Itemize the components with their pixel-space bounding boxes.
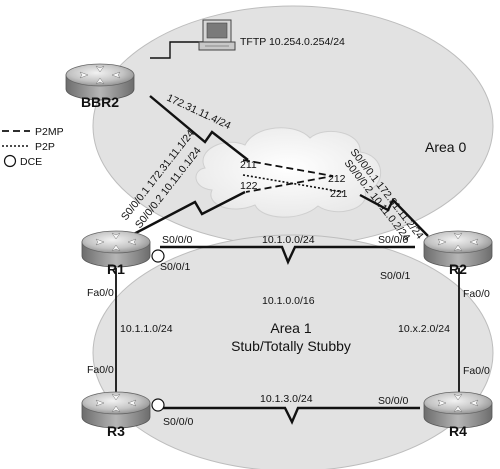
router-bbr2: BBR2 bbox=[65, 63, 135, 110]
r1-cloud-serial-link bbox=[129, 190, 246, 238]
router-label-r4: R4 bbox=[449, 423, 467, 439]
router-r4: R4 bbox=[423, 391, 493, 439]
r1-r3-network-label: 10.1.1.0/24 bbox=[120, 323, 173, 335]
r1-r2-serial-link bbox=[160, 245, 415, 266]
r3-s000-label: S0/0/0 bbox=[163, 416, 194, 428]
router-r2: R2 bbox=[423, 230, 493, 277]
r1-s000-label: S0/0/0 bbox=[162, 234, 193, 246]
router-label-bbr2: BBR2 bbox=[81, 94, 119, 110]
legend-p2p-label: P2P bbox=[35, 141, 55, 153]
r3-fa-label: Fa0/0 bbox=[87, 364, 114, 376]
r2-s000-label: S0/0/0 bbox=[378, 234, 409, 246]
router-label-r3: R3 bbox=[107, 423, 125, 439]
router-r3: R3 bbox=[81, 391, 151, 439]
legend-p2mp-label: P2MP bbox=[35, 126, 64, 138]
router-r1: R1 bbox=[81, 230, 151, 277]
router-label-r1: R1 bbox=[107, 261, 125, 277]
legend: P2MP P2P DCE bbox=[2, 126, 64, 168]
r3-r4-network-label: 10.1.3.0/24 bbox=[260, 393, 313, 405]
dlci-122: 122 bbox=[240, 180, 258, 192]
r2-s001-label: S0/0/1 bbox=[380, 270, 411, 282]
legend-dce-swatch bbox=[3, 154, 17, 168]
p2mp-circuits bbox=[242, 159, 334, 193]
dlci-212: 212 bbox=[328, 173, 346, 185]
area-1-label: Area 1 bbox=[270, 320, 311, 336]
r2-cloud-serial-link bbox=[359, 193, 429, 237]
area-0-label: Area 0 bbox=[425, 139, 466, 155]
dlci-211: 211 bbox=[240, 159, 257, 171]
r1-r2-network-label: 10.1.0.0/24 bbox=[262, 234, 315, 246]
r4-s000-label: S0/0/0 bbox=[378, 395, 409, 407]
links bbox=[115, 41, 460, 425]
dce-marker-r1 bbox=[151, 249, 165, 263]
dce-marker-r3 bbox=[151, 398, 165, 412]
r2-r4-network-label: 10.x.2.0/24 bbox=[398, 323, 450, 335]
area-1-bubble bbox=[92, 234, 494, 469]
area-1-summary-label: 10.1.0.0/16 bbox=[262, 295, 315, 307]
r1-s001-label: S0/0/1 bbox=[160, 261, 191, 273]
router-label-r2: R2 bbox=[449, 261, 467, 277]
dlci-221: 221 bbox=[330, 188, 348, 200]
legend-dce-label: DCE bbox=[20, 156, 42, 168]
r2-fa-label: Fa0/0 bbox=[463, 288, 490, 300]
tftp-label: TFTP 10.254.0.254/24 bbox=[240, 36, 345, 48]
r1-fa-label: Fa0/0 bbox=[87, 287, 114, 299]
area-1-type-label: Stub/Totally Stubby bbox=[231, 338, 351, 354]
bbr2-serial-link bbox=[149, 95, 249, 161]
p2p-circuit bbox=[242, 174, 344, 193]
r4-fa-label: Fa0/0 bbox=[463, 365, 490, 377]
r3-r4-serial-link bbox=[160, 406, 420, 425]
tftp-server-icon bbox=[198, 19, 236, 51]
tftp-link bbox=[150, 41, 203, 59]
